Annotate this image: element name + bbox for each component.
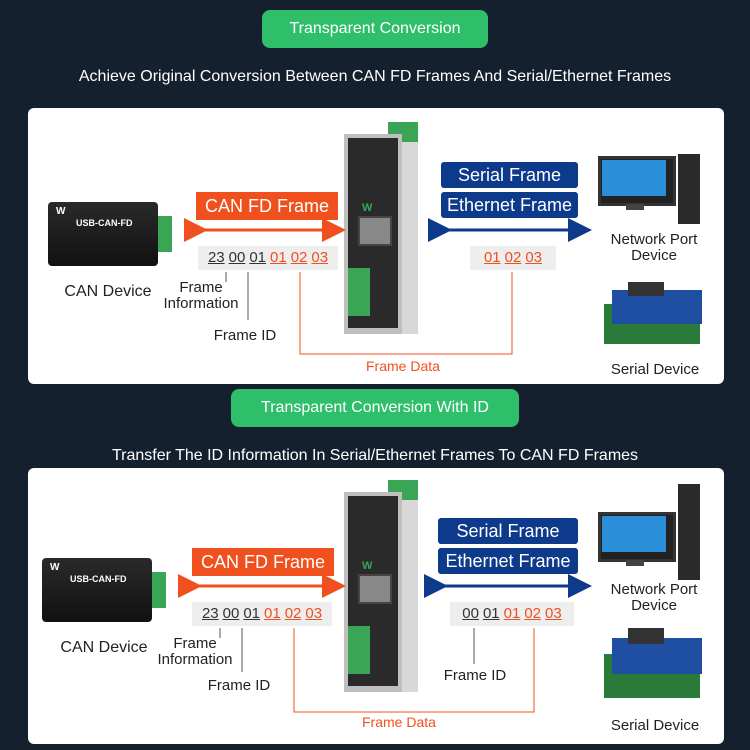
gateway-device: W	[344, 480, 418, 692]
frame-id-label: Frame ID	[207, 677, 271, 694]
section1-title: Transparent Conversion	[262, 10, 488, 48]
pc-icon	[598, 154, 708, 234]
right-frame-id-label: Frame ID	[443, 667, 507, 684]
connector-lines	[178, 574, 592, 713]
frame-data-label: Frame Data	[362, 714, 436, 730]
network-port-device-label: Network Port Device	[610, 581, 698, 614]
ethernet-port-icon	[358, 574, 392, 604]
serial-frame-tag: Serial Frame	[441, 162, 578, 188]
connector-lines	[184, 218, 592, 355]
can-device-label: CAN Device	[60, 639, 148, 656]
serial-device-label: Serial Device	[610, 717, 700, 734]
raspberry-pi-icon	[600, 282, 710, 346]
waveshare-logo-icon: W	[362, 560, 373, 572]
can-fd-frame-tag: CAN FD Frame	[196, 192, 338, 220]
waveshare-logo-icon: W	[362, 202, 373, 214]
section2-title: Transparent Conversion With ID	[231, 389, 519, 427]
section1-subtitle: Achieve Original Conversion Between CAN …	[78, 68, 672, 85]
frame-information-label: Frame Information	[163, 279, 239, 312]
network-port-device-label: Network Port Device	[610, 231, 698, 264]
gateway-device: W	[344, 122, 418, 334]
frame-id-label: Frame ID	[213, 327, 277, 344]
frame-information-label: Frame Information	[157, 635, 233, 668]
serial-device-label: Serial Device	[610, 361, 700, 378]
section2-subtitle: Transfer The ID Information In Serial/Et…	[111, 447, 639, 464]
usb-can-fd-device: USB-CAN-FD W	[42, 558, 166, 622]
raspberry-pi-icon	[600, 628, 710, 700]
pc-icon	[598, 484, 708, 580]
serial-frame-tag: Serial Frame	[438, 518, 578, 544]
ethernet-frame-tag: Ethernet Frame	[441, 192, 578, 218]
waveshare-logo-icon: W	[50, 562, 60, 573]
frame-data-label: Frame Data	[366, 358, 440, 374]
usb-device-label: USB-CAN-FD	[70, 574, 127, 584]
ethernet-port-icon	[358, 216, 392, 246]
ethernet-frame-tag: Ethernet Frame	[438, 548, 578, 574]
terminal-block-icon	[348, 626, 370, 674]
can-device-label: CAN Device	[64, 283, 152, 300]
usb-can-fd-device: USB-CAN-FD W	[48, 202, 172, 266]
can-fd-frame-tag: CAN FD Frame	[192, 548, 334, 576]
waveshare-logo-icon: W	[56, 206, 66, 217]
terminal-block-icon	[348, 268, 370, 316]
usb-device-label: USB-CAN-FD	[76, 218, 133, 228]
